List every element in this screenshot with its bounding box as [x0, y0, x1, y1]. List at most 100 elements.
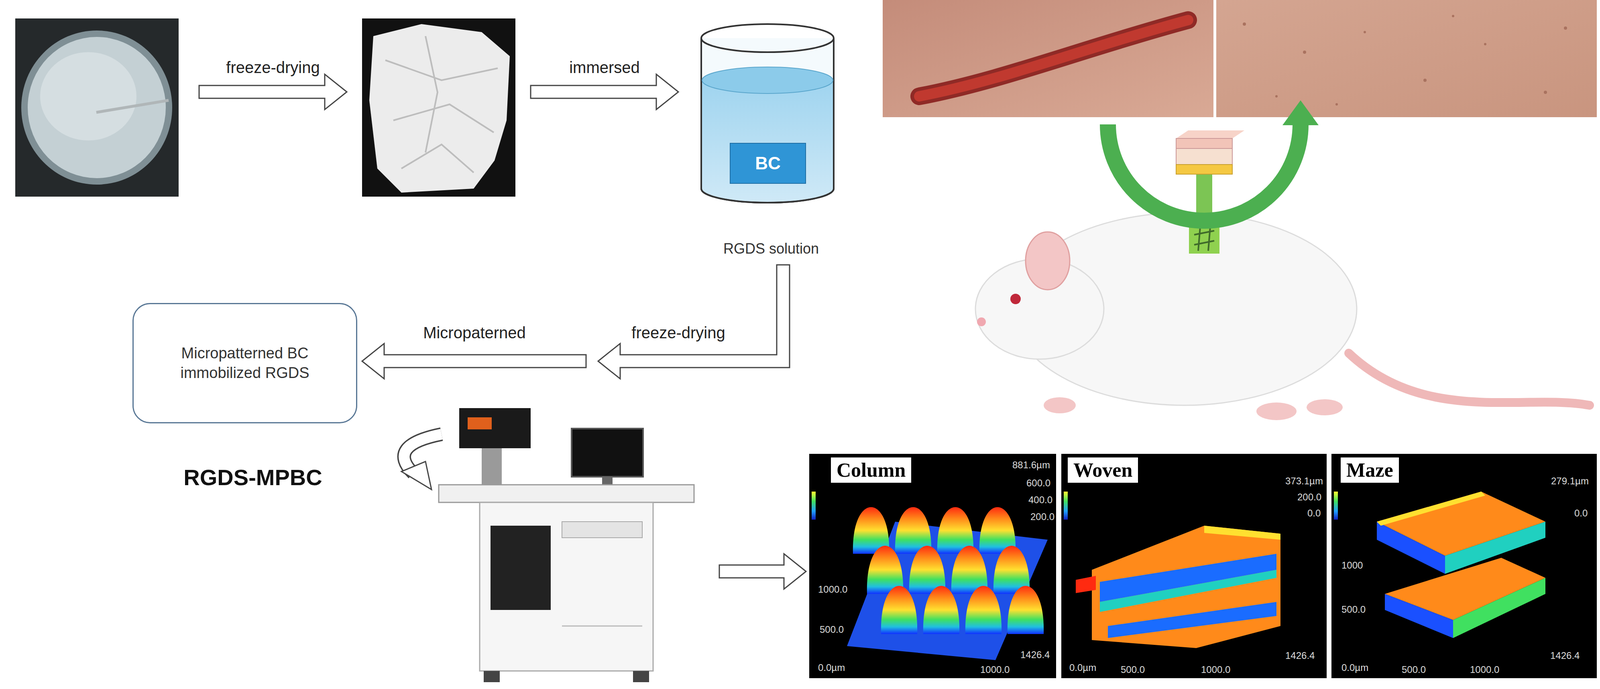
axis-value: 0.0µm [1068, 662, 1098, 674]
axis-value: 500.0 [1119, 664, 1146, 676]
scar-photo-part [882, 0, 1214, 118]
rat-illustration-part [1256, 402, 1297, 421]
column-surface-scan-part [1007, 586, 1044, 635]
healed-skin-photo-part-part [1302, 50, 1307, 54]
freeze-dried-bc-photo-part [369, 24, 510, 193]
healed-skin-photo-part-part [1275, 95, 1278, 98]
maze-surface-scan-part [1376, 491, 1486, 526]
healed-skin-photo-part-part [1363, 30, 1366, 34]
process-arrow-part [199, 74, 347, 110]
rat-illustration-part [1282, 100, 1319, 126]
rat-illustration-part [1188, 224, 1220, 254]
axis-value: 400.0 [1027, 494, 1054, 506]
laser-marking-machine [438, 408, 695, 683]
rat-illustration-part [1348, 353, 1590, 406]
petri-dish-photo [15, 18, 179, 197]
rat-illustration-part [1176, 164, 1233, 175]
laser-marking-machine-part [633, 671, 650, 683]
beaker-vessel: RGDS solution BC [698, 20, 844, 258]
woven-surface-scan-part [1063, 491, 1068, 520]
petri-dish-photo-part [21, 30, 173, 185]
axis-value: 1426.4 [1019, 649, 1051, 661]
rat-illustration [975, 100, 1590, 421]
healed-skin-photo-part-part [1563, 26, 1568, 30]
column-surface-scan-part [811, 491, 816, 520]
column-surface-scan-part [881, 586, 918, 635]
column-surface-scan-part [965, 586, 1002, 635]
node-text: Maze [1346, 459, 1394, 482]
node-text: BC [755, 153, 781, 174]
axis-value: 0.0 [1573, 507, 1589, 520]
axis-value: 1000.0 [1469, 664, 1501, 676]
laser-marking-machine-part [561, 521, 643, 538]
maze-surface-scan-part [1333, 491, 1338, 520]
laser-marking-machine-part [459, 408, 531, 449]
laser-marking-machine-part [561, 625, 643, 627]
healed-skin-photo-part-part [1483, 42, 1487, 46]
woven-surface-scan-part [1061, 453, 1327, 679]
maze-surface-scan-part [1376, 521, 1446, 575]
panel-title: Maze [1340, 457, 1399, 483]
process-arrow-part [719, 553, 807, 590]
laser-marking-machine-part [571, 428, 644, 477]
axis-value: 0.0µm [817, 662, 846, 674]
axis-value: 1426.4 [1284, 650, 1316, 662]
step-label: Micropaterned [423, 323, 526, 342]
axis-value: 200.0 [1029, 511, 1056, 523]
scar-photo [882, 0, 1214, 118]
process-arrow-part [598, 264, 790, 379]
petri-dish-photo-part [15, 18, 179, 197]
column-surface-scan-part [923, 586, 960, 635]
beaker-part [702, 80, 833, 202]
axis-value: 1000.0 [1200, 664, 1232, 676]
maze-surface-scan-part [1331, 453, 1597, 679]
healed-skin-photo-part-part [1335, 103, 1338, 106]
woven-surface-scan-part [1091, 525, 1281, 649]
healed-skin-photo-part-part [1451, 14, 1455, 18]
axis-value: 1000.0 [817, 584, 849, 596]
process-arrow-part [401, 461, 432, 490]
node-text: RGDS solution [723, 240, 819, 258]
axis-value: 279.1µm [1550, 475, 1590, 487]
beaker-part [701, 24, 834, 53]
axis-value: 881.6µm [1011, 459, 1051, 471]
rat-illustration-part [1194, 226, 1215, 251]
beaker-part [701, 38, 834, 203]
process-arrow-part [362, 343, 587, 379]
material-block: BC [729, 142, 807, 184]
woven-surface-scan-part [1075, 576, 1096, 594]
column-surface-scan-part [809, 453, 1057, 679]
rat-illustration-part [1176, 130, 1245, 139]
node-text: Micropatterned BC immobilized RGDS [144, 343, 345, 384]
product-name: RGDS-MPBC [183, 464, 322, 491]
axis-value: 500.0 [1400, 664, 1427, 676]
node-text: Woven [1073, 459, 1133, 482]
healed-skin-photo-part [1216, 0, 1597, 118]
healed-skin-photo-part-part [1423, 78, 1427, 82]
axis-value: 200.0 [1296, 491, 1323, 503]
process-box: Micropatterned BC immobilized RGDS [132, 303, 358, 424]
axis-value: 373.1µm [1284, 475, 1324, 487]
process-arrow-part [530, 74, 679, 110]
maze-surface-scan-part [1453, 578, 1546, 639]
healed-skin-photo-part-part [1543, 90, 1548, 94]
woven-surface-scan-part [1107, 602, 1277, 639]
petri-dish-photo-part [96, 100, 169, 113]
node-text: Column [836, 459, 906, 482]
axis-value: 0.0 [1306, 507, 1322, 520]
axis-value: 500.0 [1340, 604, 1367, 616]
panel-title: Woven [1067, 457, 1138, 483]
rat-illustration-part [1043, 397, 1076, 414]
rat-illustration-part [1176, 148, 1233, 165]
axis-value: 0.0µm [1340, 662, 1370, 674]
column-surface-scan [809, 453, 1057, 679]
step-label: immersed [569, 58, 640, 77]
freeze-dried-bc-photo [362, 18, 516, 197]
beaker [701, 24, 834, 203]
rat-illustration-part [1107, 124, 1301, 221]
healed-skin-photo-part [1242, 14, 1568, 106]
laser-marking-machine-part [481, 445, 502, 486]
healed-skin-photo [1216, 0, 1597, 118]
rat-illustration-part [979, 297, 1012, 338]
scar-photo-part [919, 20, 1189, 97]
